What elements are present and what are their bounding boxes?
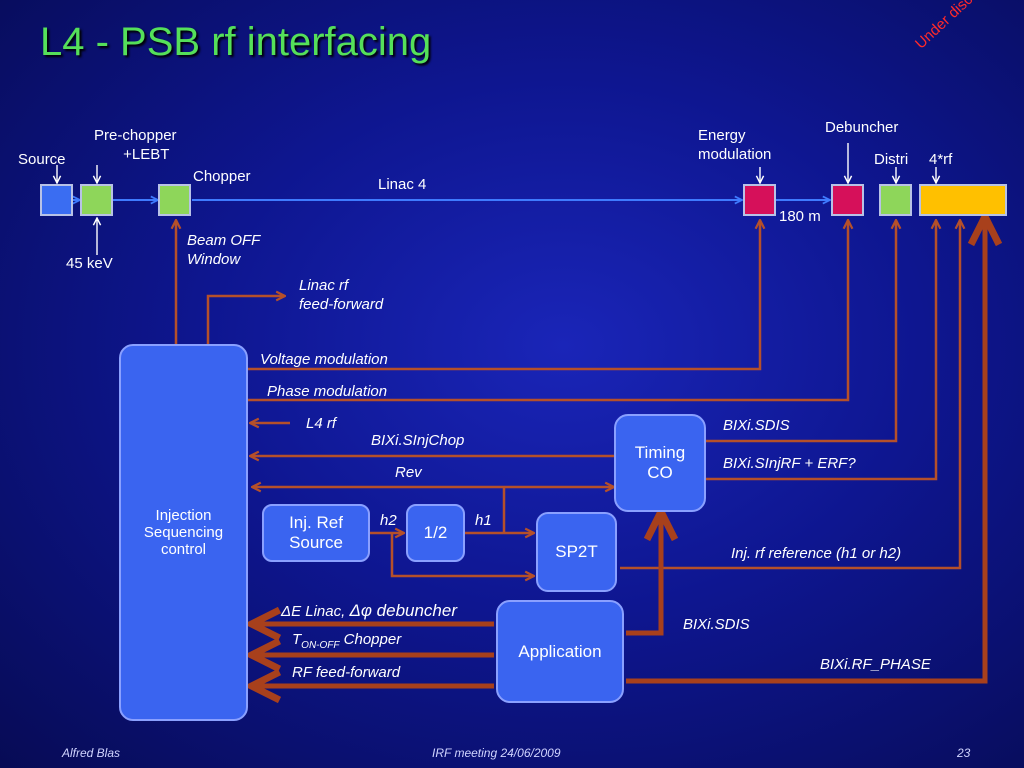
- prechopper-block: [80, 184, 113, 216]
- prechopper-line1: Pre-chopper: [94, 127, 177, 144]
- kev-label: 45 keV: [66, 255, 113, 272]
- distri-block: [879, 184, 912, 216]
- wire-rf-phase: [626, 220, 985, 684]
- wire-phase-mod: [247, 220, 848, 402]
- l4rf-label: L4 rf: [306, 415, 337, 432]
- de-linac-label: ΔE Linac, Δφ debuncher: [281, 600, 457, 622]
- application-block: Application: [496, 600, 624, 703]
- energy-modulation-block: [743, 184, 776, 216]
- linac-rf-line1: Linac rf: [299, 277, 349, 294]
- linac4-label: Linac 4: [378, 176, 427, 193]
- distance-label: 180 m: [779, 208, 821, 225]
- 4rf-label: 4*rf: [929, 151, 953, 168]
- wire-linac-rf-ff: [206, 296, 285, 346]
- chopper-label: Chopper: [193, 168, 251, 185]
- wire-app-timing: [626, 515, 661, 636]
- sp2t-block: SP2T: [536, 512, 617, 592]
- isc-line1: Injection: [155, 507, 212, 524]
- source-label: Source: [18, 151, 66, 168]
- chopper-block: [158, 184, 191, 216]
- inj-ref-source-block: Inj. Ref Source: [262, 504, 370, 562]
- sinjchop-label: BIXi.SInjChop: [371, 432, 465, 449]
- divide-by-2-block: 1/2: [406, 504, 465, 562]
- linac-rf-line2: feed-forward: [299, 295, 384, 313]
- timing-line1: Timing: [634, 443, 686, 462]
- injection-sequencing-block: Injection Sequencing control: [119, 344, 248, 721]
- pointer-arrows: [57, 143, 936, 255]
- wire-injref-sp2t: [390, 533, 534, 576]
- ton-rest: Chopper: [339, 631, 402, 648]
- ton-sub: ON-OFF: [301, 640, 340, 651]
- wire-sdis-distri: [706, 220, 896, 443]
- 4rf-block: [919, 184, 1007, 216]
- ton-t: T: [292, 631, 302, 648]
- sinjrf-label: BIXi.SInjRF + ERF?: [723, 455, 856, 472]
- source-block: [40, 184, 73, 216]
- footer-author: Alfred Blas: [62, 746, 121, 760]
- injref-line1: Inj. Ref: [289, 513, 343, 532]
- wire-injref-4rf: [620, 220, 960, 570]
- control-wires: [176, 220, 960, 576]
- prechopper-line2: +LEBT: [123, 145, 170, 163]
- sp2t-text: SP2T: [555, 542, 598, 561]
- energy-line2: modulation: [698, 145, 772, 163]
- debuncher-block: [831, 184, 864, 216]
- beam-off-label: Beam OFF Window: [187, 232, 260, 270]
- prechopper-label: Pre-chopper +LEBT: [94, 127, 177, 165]
- rf-ff-label: RF feed-forward: [292, 664, 401, 681]
- rev-label: Rev: [395, 464, 422, 481]
- application-text: Application: [518, 641, 602, 661]
- phase-mod-label: Phase modulation: [267, 383, 388, 400]
- voltage-mod-label: Voltage modulation: [260, 351, 388, 368]
- dphi-debuncher-text: Δφ debuncher: [349, 601, 457, 620]
- energy-line1: Energy: [698, 127, 746, 144]
- h1-label: h1: [475, 512, 492, 529]
- sdis-app-label: BIXi.SDIS: [683, 616, 750, 633]
- injref-line2: Source: [289, 533, 343, 552]
- footer-meeting: IRF meeting 24/06/2009: [432, 746, 561, 760]
- injref-label: Inj. rf reference (h1 or h2): [731, 545, 902, 562]
- half-text: 1/2: [423, 523, 448, 542]
- wire-sinjrf: [706, 220, 936, 481]
- linac-rf-label: Linac rf feed-forward: [299, 277, 383, 315]
- distri-label: Distri: [874, 151, 909, 168]
- beam-off-line2: Window: [187, 250, 241, 268]
- debuncher-label: Debuncher: [825, 119, 899, 136]
- slide-title: L4 - PSB rf interfacing: [40, 20, 432, 64]
- beam-off-line1: Beam OFF: [187, 232, 261, 249]
- timing-co-block: Timing CO: [614, 414, 706, 512]
- rf-phase-label: BIXi.RF_PHASE: [820, 656, 931, 673]
- thick-wires: [255, 220, 985, 686]
- footer-page: 23: [957, 746, 971, 760]
- de-linac-text: ΔE Linac,: [281, 603, 350, 620]
- ton-off-label: TON-OFF Chopper: [292, 631, 401, 653]
- energy-mod-label: Energy modulation: [698, 127, 771, 165]
- h2-label: h2: [380, 512, 397, 529]
- sdis-distri-label: BIXi.SDIS: [723, 417, 790, 434]
- isc-line3: control: [160, 541, 206, 558]
- timing-line2: CO: [647, 463, 673, 482]
- isc-line2: Sequencing: [143, 524, 224, 541]
- wire-voltage-mod: [247, 220, 760, 371]
